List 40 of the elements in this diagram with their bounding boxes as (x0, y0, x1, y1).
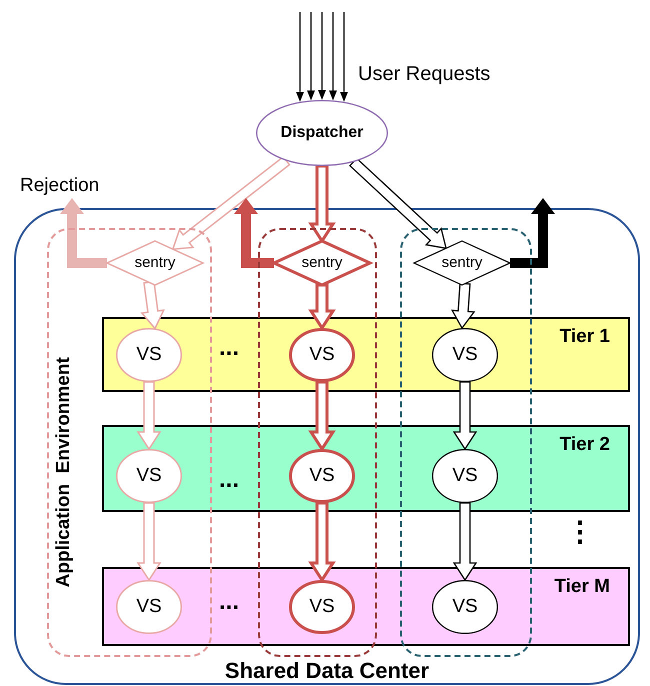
block-arrow (140, 280, 165, 330)
elbow-arrow (234, 198, 274, 268)
vs-ellipse: VS (289, 580, 355, 634)
tier-label: Tier M (554, 575, 610, 599)
vs-ellipse: VS (432, 449, 498, 503)
arrow (307, 12, 315, 100)
vs-ellipse: VS (116, 328, 182, 382)
block-arrow (136, 502, 162, 582)
block-arrow (308, 502, 336, 583)
vs-ellipse: VS (116, 449, 182, 503)
elbow-arrow (510, 198, 555, 268)
rejection-label: Rejection (20, 174, 120, 198)
sentry-diamond: sentry (414, 241, 510, 285)
data-center-title: Shared Data Center (224, 660, 430, 682)
ellipsis-mark: ⋮ (566, 518, 594, 546)
arrow (329, 12, 337, 100)
ellipsis-mark: ... (219, 336, 240, 360)
block-arrow (308, 380, 336, 452)
block-arrow (452, 502, 478, 582)
dispatcher-ellipse: Dispatcher (256, 100, 388, 166)
vs-ellipse: VS (289, 328, 355, 382)
vertical-label: Application Environment (52, 356, 75, 588)
arrow (340, 12, 348, 102)
block-arrow (172, 156, 290, 250)
arrow (318, 12, 326, 100)
tier-label: Tier 1 (560, 325, 610, 349)
block-arrow (452, 381, 478, 450)
vs-ellipse: VS (432, 580, 498, 634)
vs-ellipse: VS (432, 328, 498, 382)
arrow (296, 12, 304, 102)
vs-ellipse: VS (116, 580, 182, 634)
sentry-diamond: sentry (107, 241, 203, 285)
tier-label: Tier 2 (560, 433, 610, 457)
block-arrow (136, 381, 162, 450)
ellipsis-mark: ... (219, 590, 240, 614)
block-arrow (451, 282, 476, 330)
block-arrow (308, 284, 336, 331)
annotation-text: User Requests (358, 64, 490, 84)
ellipsis-mark: ... (219, 468, 240, 492)
vs-ellipse: VS (289, 449, 355, 503)
